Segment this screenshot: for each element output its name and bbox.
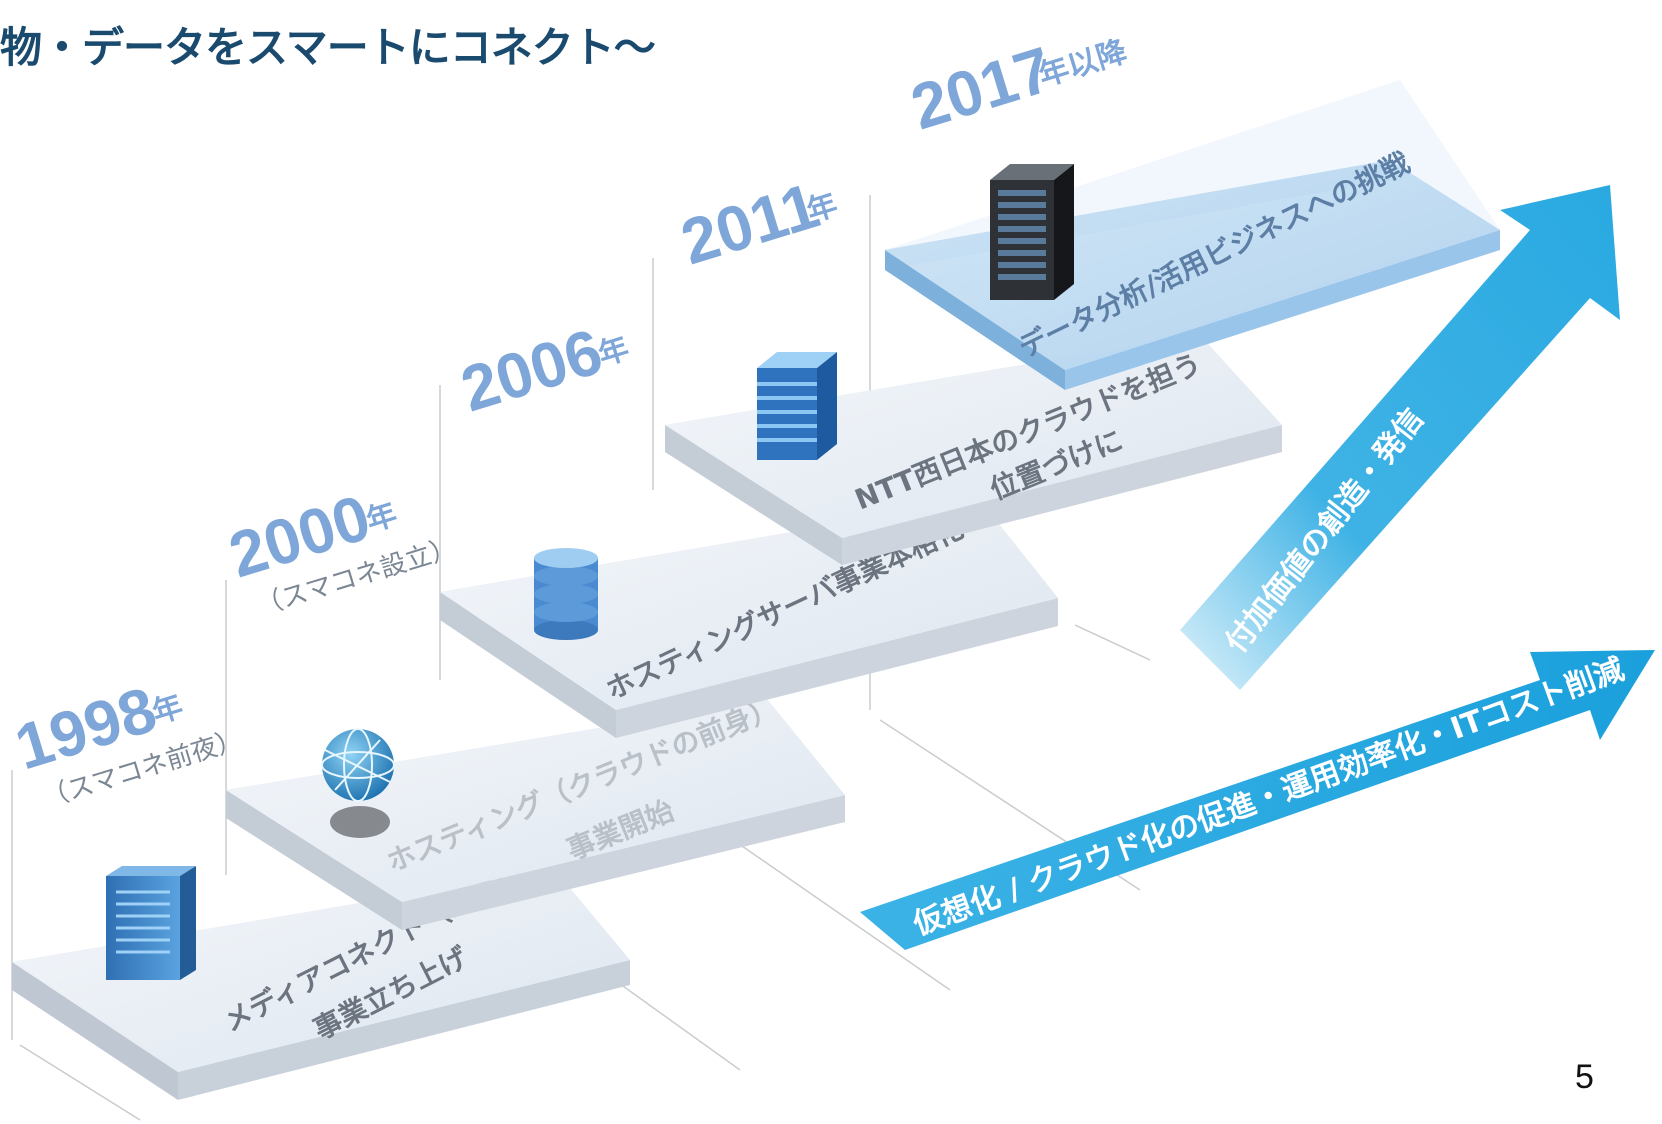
year-unit-later: 年以降 xyxy=(1035,35,1132,93)
page-title: 物・データをスマートにコネクト〜 xyxy=(0,23,656,72)
year-2006: 2006 xyxy=(453,315,610,425)
cost-reduction-label: 仮想化 / クラウド化の促進・運用効率化・ITコスト削減 xyxy=(908,652,1629,943)
step-2017: データ分析/活用ビジネスへの挑戦 2017 年以降 xyxy=(885,33,1500,390)
cost-reduction-arrow: 仮想化 / クラウド化の促進・運用効率化・ITコスト削減 xyxy=(860,650,1655,950)
server-rack-icon xyxy=(106,866,196,980)
database-icon xyxy=(534,548,598,640)
year-2011: 2011 xyxy=(673,169,827,278)
page-number: 5 xyxy=(1575,1058,1594,1096)
globe-icon xyxy=(321,728,395,838)
server-stack-icon xyxy=(757,352,837,460)
year-2017: 2017 xyxy=(903,33,1060,143)
datacenter-rack-icon xyxy=(990,164,1074,300)
